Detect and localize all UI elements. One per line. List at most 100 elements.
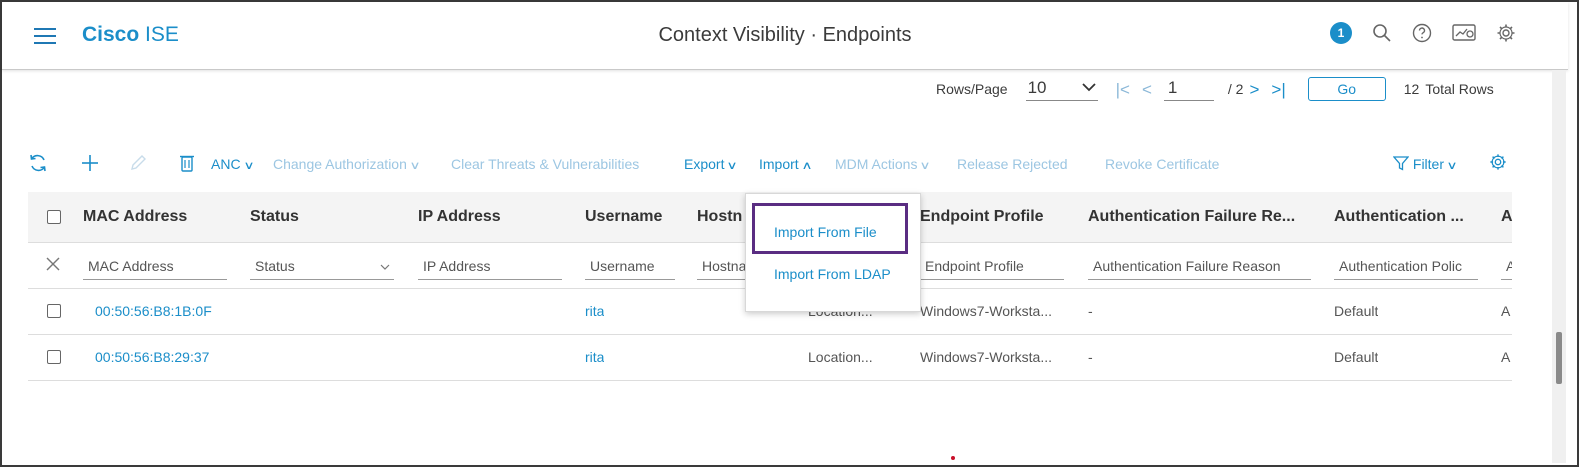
username-link[interactable]: rita: [585, 303, 605, 319]
trash-icon[interactable]: [178, 153, 196, 176]
import-label: Import: [759, 156, 799, 172]
column-header-extra[interactable]: A: [1501, 208, 1513, 225]
filter-input-hostname[interactable]: Hostna: [697, 256, 773, 280]
refresh-icon[interactable]: [28, 153, 48, 176]
rows-per-page-select[interactable]: 10: [1025, 77, 1098, 101]
import-from-file-item[interactable]: Import From File: [774, 224, 877, 240]
anc-label: ANC: [211, 156, 241, 172]
total-rows-label: Total Rows: [1425, 81, 1494, 97]
mac-address-link[interactable]: 00:50:56:B8:1B:0F: [95, 303, 212, 319]
filter-input-mac[interactable]: MAC Address: [83, 256, 227, 280]
endpoint-profile-cell: Windows7-Worksta...: [920, 349, 1052, 365]
row-checkbox[interactable]: [47, 350, 61, 364]
scrollbar-thumb[interactable]: [1556, 332, 1562, 384]
first-page-icon[interactable]: |<: [1115, 79, 1130, 99]
column-header-status[interactable]: Status: [250, 208, 299, 225]
chevron-up-icon: ∧: [801, 160, 813, 172]
filter-label: Filter: [1412, 156, 1445, 172]
location-cell: Location...: [808, 349, 873, 365]
change-authorization-label: Change Authorization: [273, 156, 407, 172]
gear-icon[interactable]: [1496, 23, 1516, 43]
last-page-icon[interactable]: >|: [1271, 79, 1286, 99]
clear-threats-button[interactable]: Clear Threats & Vulnerabilities: [451, 156, 640, 172]
chevron-down-icon: ∨: [1446, 160, 1458, 172]
column-header-hostname[interactable]: Hostn: [697, 208, 743, 225]
rows-per-page-value: 10: [1027, 77, 1047, 97]
revoke-certificate-button[interactable]: Revoke Certificate: [1105, 156, 1220, 172]
add-icon[interactable]: [80, 153, 100, 176]
help-icon[interactable]: [1412, 23, 1432, 43]
cursor-dot: [951, 456, 955, 460]
chevron-down-icon: ∨: [726, 160, 739, 172]
settings-gear-icon[interactable]: [1489, 153, 1507, 174]
chevron-down-icon: ∨: [919, 160, 932, 172]
pagination-bar: Rows/Page 10 |< < 1 / 2 > >| Go 12 Total …: [936, 76, 1494, 102]
header-icons: 1: [1330, 22, 1516, 44]
mdm-actions-menu[interactable]: MDM Actions∨: [835, 156, 932, 172]
brand-bold: Cisco: [82, 23, 140, 46]
vertical-scrollbar[interactable]: [1552, 70, 1566, 463]
mac-address-link[interactable]: 00:50:56:B8:29:37: [95, 349, 210, 365]
auth-failure-cell: -: [1088, 303, 1093, 319]
auth-policy-cell: Default: [1334, 349, 1379, 365]
edit-icon[interactable]: [128, 153, 148, 176]
endpoint-profile-cell: Windows7-Worksta...: [920, 303, 1052, 319]
change-authorization-menu[interactable]: Change Authorization∨: [273, 156, 421, 172]
selection-highlight-box: [752, 203, 908, 254]
previous-page-icon[interactable]: <: [1141, 79, 1152, 99]
extra-cell: A: [1501, 303, 1511, 319]
import-from-ldap-item[interactable]: Import From LDAP: [774, 266, 891, 282]
search-icon[interactable]: [1372, 23, 1392, 43]
column-header-mac[interactable]: MAC Address: [83, 208, 188, 225]
table-row: 00:50:56:B8:29:37 rita Location... Windo…: [28, 335, 1512, 381]
filter-icon: [1392, 156, 1410, 171]
total-rows: 12 Total Rows: [1404, 81, 1494, 97]
select-all-checkbox[interactable]: [47, 210, 61, 224]
filter-input-ip[interactable]: IP Address: [418, 256, 562, 280]
page-title: Context Visibility · Endpoints: [658, 24, 912, 46]
filter-input-auth-failure[interactable]: Authentication Failure Reason: [1088, 256, 1311, 280]
next-page-icon[interactable]: >: [1249, 79, 1260, 99]
action-toolbar: ANC∨ Change Authorization∨ Clear Threats…: [28, 150, 1518, 178]
hamburger-menu-icon[interactable]: [34, 28, 56, 46]
extra-cell: A: [1501, 349, 1511, 365]
export-label: Export: [684, 156, 725, 172]
column-header-ip[interactable]: IP Address: [418, 208, 501, 225]
column-header-username[interactable]: Username: [585, 208, 663, 225]
row-checkbox[interactable]: [47, 304, 61, 318]
page-number-input[interactable]: 1: [1163, 78, 1214, 101]
rows-per-page-label: Rows/Page: [936, 81, 1008, 97]
filter-select-status-value: Status: [255, 258, 295, 274]
column-header-endpoint-profile[interactable]: Endpoint Profile: [920, 208, 1044, 225]
filter-select-status[interactable]: Status: [250, 256, 394, 280]
chevron-down-icon: ∨: [242, 160, 255, 172]
brand-rest: ISE: [139, 23, 179, 46]
column-header-auth-failure[interactable]: Authentication Failure Re...: [1088, 208, 1296, 225]
chevron-down-icon: ∨: [409, 160, 421, 172]
filter-menu[interactable]: Filter∨: [1392, 156, 1458, 172]
top-header: Cisco ISE Context Visibility · Endpoints…: [2, 2, 1568, 70]
dashboard-icon[interactable]: [1452, 23, 1476, 43]
auth-policy-cell: Default: [1334, 303, 1379, 319]
filter-input-username[interactable]: Username: [585, 256, 675, 280]
release-rejected-button[interactable]: Release Rejected: [957, 156, 1068, 172]
chevron-down-icon: [1081, 83, 1096, 92]
brand-logo[interactable]: Cisco ISE: [82, 23, 179, 47]
auth-failure-cell: -: [1088, 349, 1093, 365]
total-rows-count: 12: [1403, 81, 1420, 97]
anc-menu[interactable]: ANC∨: [211, 156, 255, 172]
username-link[interactable]: rita: [585, 349, 605, 365]
filter-input-extra[interactable]: A: [1501, 256, 1512, 280]
chevron-down-icon: [380, 264, 390, 270]
clear-filters-icon[interactable]: [46, 257, 60, 276]
column-header-auth-policy[interactable]: Authentication ...: [1334, 208, 1464, 225]
go-button[interactable]: Go: [1307, 77, 1386, 101]
notification-badge[interactable]: 1: [1330, 22, 1352, 44]
export-menu[interactable]: Export∨: [684, 156, 739, 172]
import-dropdown-menu: Import From File Import From LDAP: [745, 193, 921, 312]
import-menu[interactable]: Import∧: [759, 156, 813, 172]
filter-input-auth-policy[interactable]: Authentication Polic: [1334, 256, 1478, 280]
filter-input-endpoint-profile[interactable]: Endpoint Profile: [920, 256, 1064, 280]
page-total: / 2: [1227, 81, 1244, 97]
